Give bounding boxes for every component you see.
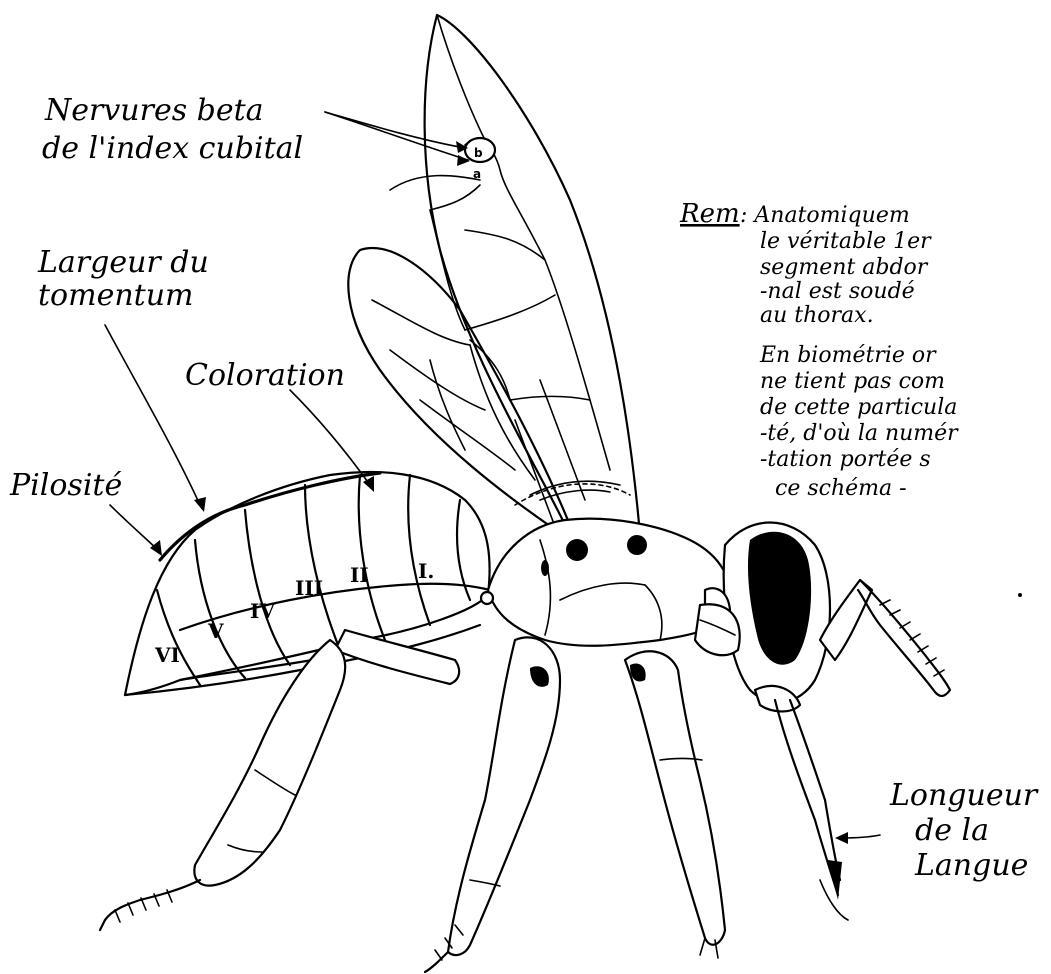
remark2-line-6: ce schéma - [775,476,907,501]
coloration-arrow [290,390,370,485]
segment-v: V [207,619,224,643]
remark2-line-2: ne tient pas com [760,369,945,394]
remark-line-4: -nal est soudé [760,279,915,304]
segment-iii: III [295,576,323,600]
remark2-line-4: -té, d'où la numér [760,421,959,446]
nervures-label-line2: de l'index cubital [42,131,303,166]
largeur-label-line1: Largeur du [37,245,209,280]
longueur-label-line1: Longueur [889,778,1039,813]
fore-leg [625,651,725,958]
remark-block: Rem : Anatomiquem le véritable 1er segme… [679,199,959,501]
segment-ii: II [350,563,369,587]
thorax [481,481,731,646]
remark-title: Rem [679,199,740,229]
head [705,523,950,712]
longueur-label-line3: Langue [914,848,1028,883]
remark-line-1: : Anatomiquem [740,203,910,228]
remark-line-5: au thorax. [760,303,874,328]
segment-i: I. [418,559,434,583]
pilosite-arrow [110,505,158,550]
vein-b-label: b [474,146,483,160]
longueur-label-line2: de la [915,813,989,848]
pilosite-label: Pilosité [9,468,122,503]
remark2-line-3: de cette particula [760,395,957,420]
coloration-label: Coloration [185,358,345,393]
remark-line-3: segment abdor [760,255,929,280]
remark2-line-1: En biométrie or [759,343,937,368]
nervures-arrow-2 [325,112,468,160]
largeur-label-line2: tomentum [38,278,193,313]
segment-iv: IV [250,599,275,623]
nervures-label-line1: Nervures beta [44,93,264,128]
tongue [775,700,848,920]
vein-a-label: a [473,167,481,181]
segment-vi: VI [154,643,180,667]
nervures-arrow-1 [325,112,465,148]
remark-line-2: le véritable 1er [760,229,932,254]
remark2-line-5: -tation portée s [760,447,931,472]
middle-leg [425,637,560,972]
forewing: b a [390,15,640,545]
